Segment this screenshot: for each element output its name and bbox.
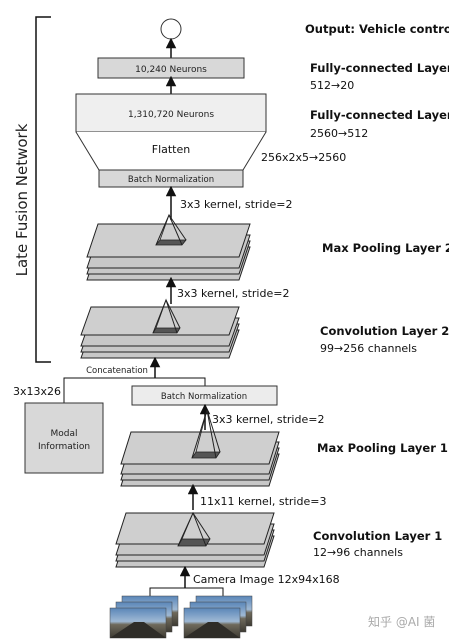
conv1-name: Convolution Layer 1 (313, 529, 442, 543)
fc2-dims: 512→20 (310, 79, 354, 92)
modal-label-line1: Modal (51, 429, 78, 439)
watermark: 知乎 @AI 菌 (368, 615, 435, 629)
modal-label-line2: Information (38, 442, 90, 452)
pool1-pyramid-edge-left (195, 409, 208, 453)
conv2-name: Convolution Layer 2 (320, 324, 449, 338)
pool1-stack (120, 409, 280, 487)
camera-road (110, 622, 166, 638)
conv1-pyramid-edge-left (181, 512, 194, 540)
pool1-pyramid-edge-back (206, 409, 221, 453)
conv1-pyramid-edge-back (192, 512, 211, 540)
conv2-pyramid-edge-left (155, 299, 167, 329)
pool2-pyramid-edge-back (168, 214, 187, 241)
conv2-kernel: 3x3 kernel, stride=2 (177, 287, 289, 300)
fc1-name: Fully-connected Layer 1 (310, 108, 449, 122)
input-merge-line (149, 587, 224, 597)
concat-label: Concatenation (86, 366, 148, 376)
fc1-box-text: 1,310,720 Neurons (128, 110, 214, 120)
pool1-slab-1 (120, 431, 280, 465)
conv1-channels: 12→96 channels (313, 546, 403, 559)
pool1-name: Max Pooling Layer 1 (317, 441, 448, 455)
pool2-stack (86, 213, 251, 281)
concat-merge-line (63, 377, 206, 403)
camera-images-left (109, 595, 179, 639)
fc1-dims: 2560→512 (310, 127, 368, 140)
conv2-pyramid-edge-back (165, 299, 181, 329)
pool2-name: Max Pooling Layer 2 (322, 241, 449, 255)
conv2-stack (80, 298, 240, 359)
conv1-kernel: 11x11 kernel, stride=3 (200, 495, 326, 508)
conv1-slab-1 (115, 512, 275, 545)
modal-box (24, 402, 104, 474)
side-label: Late Fusion Network (13, 123, 31, 276)
camera-road (184, 622, 240, 638)
pool1-kernel: 3x3 kernel, stride=2 (212, 413, 324, 426)
fc2-box-text: 10,240 Neurons (135, 65, 207, 75)
batchnorm-bottom-label: Batch Normalization (161, 392, 247, 402)
output-node (160, 18, 182, 40)
output-label: Output: Vehicle control (305, 22, 449, 36)
flatten-shape: 256x2x5→2560 (261, 151, 346, 164)
fusion-bracket (35, 16, 51, 363)
fc1-box (75, 93, 267, 133)
input-label: Camera Image 12x94x168 (193, 573, 340, 586)
pool2-kernel: 3x3 kernel, stride=2 (180, 198, 292, 211)
flatten-label: Flatten (152, 143, 191, 156)
conv2-slab-1 (80, 306, 240, 336)
conv2-channels: 99→256 channels (320, 342, 417, 355)
batchnorm-top-label: Batch Normalization (128, 175, 214, 185)
camera-images-right (183, 595, 253, 639)
fc2-name: Fully-connected Layer 2 (310, 61, 449, 75)
conv1-stack (115, 511, 275, 568)
pool2-pyramid-edge-left (159, 214, 170, 241)
modal-shape: 3x13x26 (13, 385, 61, 398)
